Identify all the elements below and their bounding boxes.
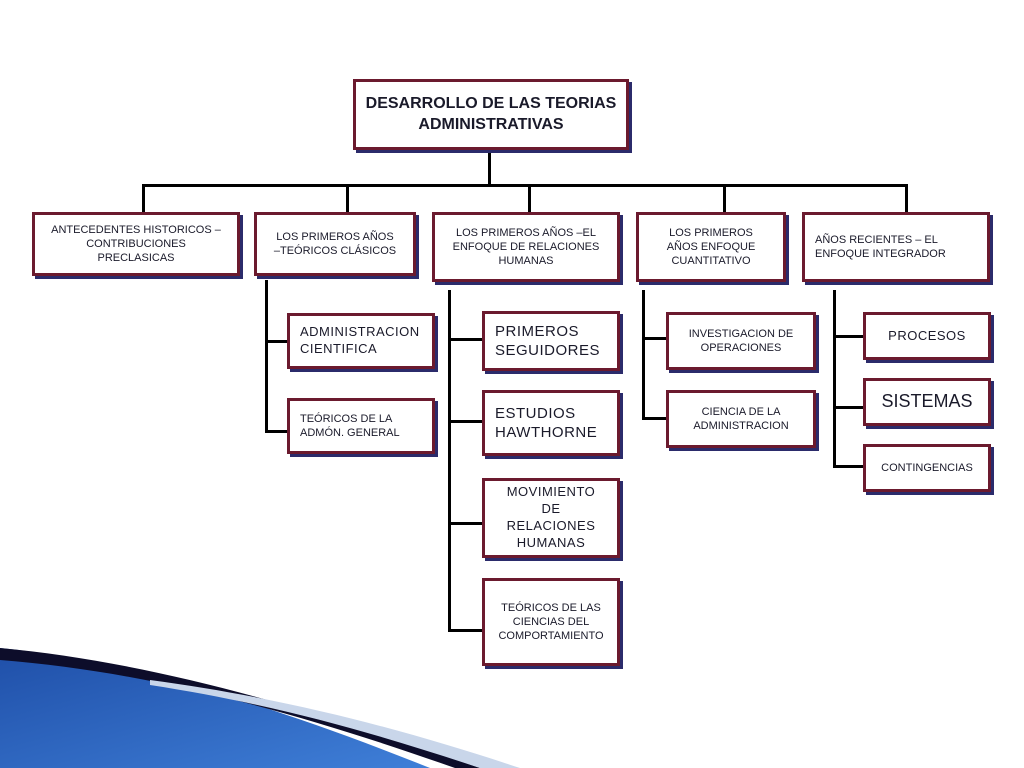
child-node-operations-research: INVESTIGACION DE OPERACIONES: [666, 312, 816, 370]
branch-drop: [346, 184, 349, 212]
child-connector: [448, 420, 482, 423]
child-node-early-followers: PRIMEROS SEGUIDORES: [482, 311, 620, 371]
child-spine: [265, 280, 268, 433]
child-node-label: PROCESOS: [888, 327, 966, 343]
child-node-human-relations-movement: MOVIMIENTO DE RELACIONES HUMANAS: [482, 478, 620, 558]
branch-node-label: LOS PRIMEROS AÑOS –EL ENFOQUE DE RELACIO…: [452, 226, 600, 268]
root-node-label: DESARROLLO DE LAS TEORIAS ADMINISTRATIVA…: [365, 94, 617, 133]
child-connector: [448, 629, 482, 632]
branch-node-label: LOS PRIMEROS AÑOS ENFOQUE CUANTITATIVO: [666, 226, 756, 268]
child-connector: [642, 337, 666, 340]
child-node-contingencies: CONTINGENCIAS: [863, 444, 991, 492]
branch-drop: [723, 184, 726, 212]
branch-drop: [142, 184, 145, 212]
child-node-label: TEÓRICOS DE LAS CIENCIAS DEL COMPORTAMIE…: [498, 601, 604, 643]
branch-node-quantitative: LOS PRIMEROS AÑOS ENFOQUE CUANTITATIVO: [636, 212, 786, 282]
child-node-behavioral-theorists: TEÓRICOS DE LAS CIENCIAS DEL COMPORTAMIE…: [482, 578, 620, 666]
child-connector: [265, 430, 287, 433]
child-spine: [833, 290, 836, 468]
child-node-label: TEÓRICOS DE LA ADMÓN. GENERAL: [300, 412, 400, 439]
branch-node-label: LOS PRIMEROS AÑOS –TEÓRICOS CLÁSICOS: [273, 230, 397, 257]
child-node-label: MOVIMIENTO DE RELACIONES HUMANAS: [506, 484, 596, 550]
child-node-label: ADMINISTRACION CIENTIFICA: [300, 324, 420, 356]
child-node-label: SISTEMAS: [881, 391, 973, 412]
root-connector: [488, 150, 491, 186]
child-node-systems: SISTEMAS: [863, 378, 991, 426]
child-connector: [833, 406, 863, 409]
child-connector: [833, 465, 863, 468]
child-connector: [448, 522, 482, 525]
child-spine: [448, 290, 451, 632]
child-node-label: INVESTIGACION DE OPERACIONES: [688, 327, 794, 354]
child-node-general-administration: TEÓRICOS DE LA ADMÓN. GENERAL: [287, 398, 435, 454]
child-node-label: CONTINGENCIAS: [881, 461, 973, 474]
child-node-scientific-management: ADMINISTRACION CIENTIFICA: [287, 313, 435, 369]
branch-drop: [528, 184, 531, 212]
child-connector: [833, 335, 863, 338]
branch-drop: [905, 184, 908, 212]
root-node: DESARROLLO DE LAS TEORIAS ADMINISTRATIVA…: [353, 79, 629, 150]
branch-node-historical: ANTECEDENTES HISTORICOS – CONTRIBUCIONES…: [32, 212, 240, 276]
branch-node-human-relations: LOS PRIMEROS AÑOS –EL ENFOQUE DE RELACIO…: [432, 212, 620, 282]
child-connector: [265, 340, 287, 343]
child-connector: [448, 338, 482, 341]
child-node-processes: PROCESOS: [863, 312, 991, 360]
child-node-management-science: CIENCIA DE LA ADMINISTRACION: [666, 390, 816, 448]
branch-node-label: AÑOS RECIENTES – EL ENFOQUE INTEGRADOR: [815, 233, 946, 260]
branch-node-classical: LOS PRIMEROS AÑOS –TEÓRICOS CLÁSICOS: [254, 212, 416, 276]
branch-bus: [142, 184, 908, 187]
child-node-label: CIENCIA DE LA ADMINISTRACION: [693, 405, 789, 432]
child-connector: [642, 417, 666, 420]
branch-node-label: ANTECEDENTES HISTORICOS – CONTRIBUCIONES…: [51, 223, 221, 265]
child-node-hawthorne-studies: ESTUDIOS HAWTHORNE: [482, 390, 620, 456]
child-node-label: ESTUDIOS HAWTHORNE: [495, 404, 598, 442]
branch-node-integrative: AÑOS RECIENTES – EL ENFOQUE INTEGRADOR: [802, 212, 990, 282]
child-node-label: PRIMEROS SEGUIDORES: [495, 322, 601, 360]
child-spine: [642, 290, 645, 420]
